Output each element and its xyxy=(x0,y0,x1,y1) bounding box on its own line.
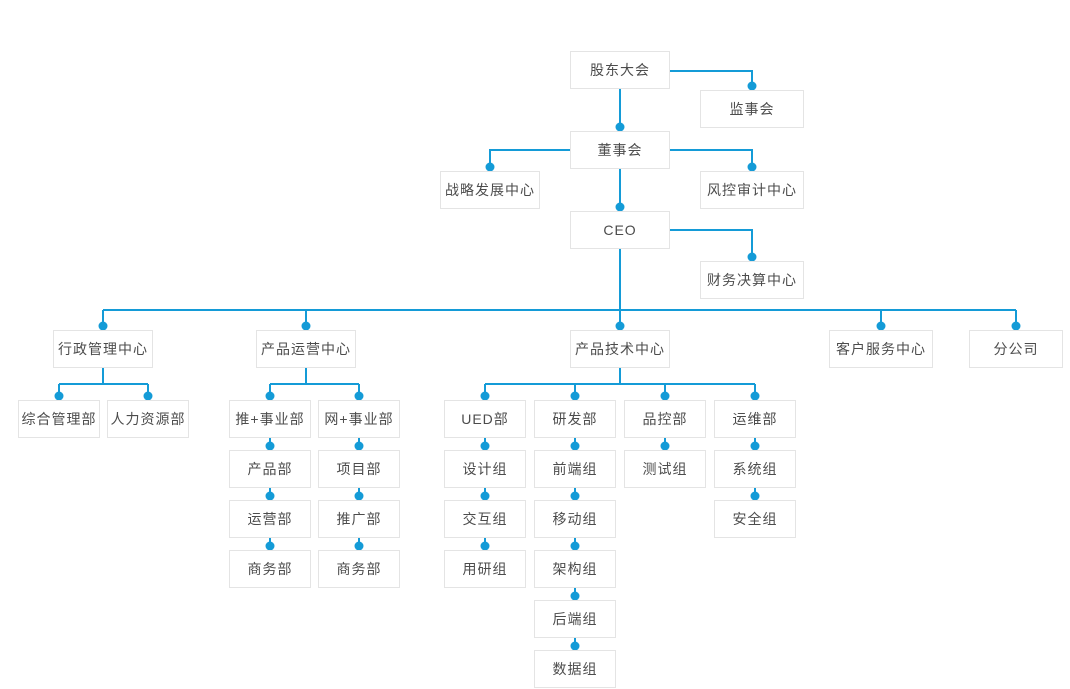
connector-dot xyxy=(750,391,760,401)
connector-dot xyxy=(747,162,757,172)
connector-dot xyxy=(265,491,275,501)
org-node-renli: 人力资源部 xyxy=(107,400,189,438)
org-node-yongyanzu: 用研组 xyxy=(444,550,526,588)
org-node-wangshiyebu: 网+事业部 xyxy=(318,400,400,438)
org-node-uedbu: UED部 xyxy=(444,400,526,438)
connector-dot xyxy=(570,441,580,451)
connector-dot xyxy=(54,391,64,401)
connector-dot xyxy=(570,491,580,501)
org-node-gudonghui: 股东大会 xyxy=(570,51,670,89)
connector-dot xyxy=(1011,321,1021,331)
org-node-jiagouzu: 架构组 xyxy=(534,550,616,588)
org-node-anquanzu: 安全组 xyxy=(714,500,796,538)
connector-dot xyxy=(354,391,364,401)
org-node-shujuzu: 数据组 xyxy=(534,650,616,688)
org-node-chanpinyunying: 产品运营中心 xyxy=(256,330,356,368)
org-node-jianshihui: 监事会 xyxy=(700,90,804,128)
connector-dot xyxy=(301,321,311,331)
org-node-fengongsi: 分公司 xyxy=(969,330,1063,368)
org-node-zonghe: 综合管理部 xyxy=(18,400,100,438)
connector-dot xyxy=(354,441,364,451)
connector-dot xyxy=(98,321,108,331)
org-node-zhanlvefazhan: 战略发展中心 xyxy=(440,171,540,209)
connector-dot xyxy=(354,541,364,551)
org-node-kefufuwu: 客户服务中心 xyxy=(829,330,933,368)
connector-dot xyxy=(480,491,490,501)
connector-dot xyxy=(265,391,275,401)
org-node-tuiguangbu: 推广部 xyxy=(318,500,400,538)
connector-dot xyxy=(747,252,757,262)
org-node-ceo: CEO xyxy=(570,211,670,249)
connector-dot xyxy=(750,441,760,451)
connector-dot xyxy=(660,391,670,401)
connector-dot xyxy=(265,541,275,551)
connector-dot xyxy=(876,321,886,331)
org-node-pinkongbu: 品控部 xyxy=(624,400,706,438)
org-node-yunweibu: 运维部 xyxy=(714,400,796,438)
connector-dot xyxy=(265,441,275,451)
org-node-yunyingbu: 运营部 xyxy=(229,500,311,538)
org-node-tuishiyebu: 推+事业部 xyxy=(229,400,311,438)
org-node-yanfabu: 研发部 xyxy=(534,400,616,438)
connector-dot xyxy=(570,591,580,601)
connector-dot xyxy=(615,321,625,331)
connector-line xyxy=(489,149,570,171)
connector-dot xyxy=(615,202,625,212)
connector-dot xyxy=(660,441,670,451)
connector-dot xyxy=(143,391,153,401)
org-node-chanpinbu: 产品部 xyxy=(229,450,311,488)
connector-dot xyxy=(747,81,757,91)
connector-dot xyxy=(615,122,625,132)
connector-dot xyxy=(480,441,490,451)
connector-dot xyxy=(570,391,580,401)
org-node-shangwubu_wang: 商务部 xyxy=(318,550,400,588)
connector-dot xyxy=(480,391,490,401)
org-node-houduanzu: 后端组 xyxy=(534,600,616,638)
connector-dot xyxy=(570,641,580,651)
connector-line xyxy=(670,229,753,261)
org-node-ceshizu: 测试组 xyxy=(624,450,706,488)
org-node-shejizu: 设计组 xyxy=(444,450,526,488)
org-node-yidongzu: 移动组 xyxy=(534,500,616,538)
connector-dot xyxy=(485,162,495,172)
org-node-xiangmubu: 项目部 xyxy=(318,450,400,488)
connector-line xyxy=(670,70,753,90)
org-node-caiwujuesuan: 财务决算中心 xyxy=(700,261,804,299)
connector-line xyxy=(670,149,753,171)
org-node-xingzhengguanli: 行政管理中心 xyxy=(53,330,153,368)
connector-dot xyxy=(354,491,364,501)
org-node-dongshihui: 董事会 xyxy=(570,131,670,169)
connector-dot xyxy=(570,541,580,551)
org-node-chanpinjishu: 产品技术中心 xyxy=(570,330,670,368)
connector-dot xyxy=(480,541,490,551)
org-node-xitongzu: 系统组 xyxy=(714,450,796,488)
connector-dot xyxy=(750,491,760,501)
org-node-jiaohuzu: 交互组 xyxy=(444,500,526,538)
org-node-shangwubu_tui: 商务部 xyxy=(229,550,311,588)
org-node-fengkongshenji: 风控审计中心 xyxy=(700,171,804,209)
org-node-qianduanzu: 前端组 xyxy=(534,450,616,488)
